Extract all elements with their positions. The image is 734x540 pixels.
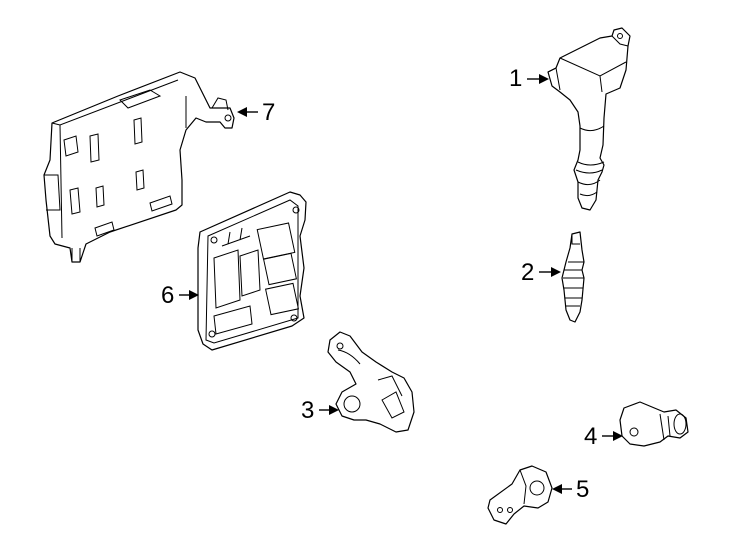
callout-2-arrowhead <box>551 267 561 277</box>
callout-1: 1 <box>509 65 549 92</box>
callout-1-number: 1 <box>509 65 522 92</box>
callout-3-arrowhead <box>329 405 339 415</box>
callout-4-number: 4 <box>584 423 597 450</box>
part-7-module-bracket <box>43 71 235 263</box>
part-2-spark-plug <box>561 231 585 323</box>
callout-2-number: 2 <box>521 259 534 286</box>
part-4-crank-sensor <box>619 401 689 447</box>
part-5-knock-sensor <box>487 465 553 525</box>
callout-5-arrowhead <box>552 484 562 494</box>
callout-4: 4 <box>584 423 623 450</box>
callout-4-arrowhead <box>613 431 623 441</box>
callout-5-number: 5 <box>576 476 589 503</box>
callout-7-number: 7 <box>262 99 275 126</box>
callout-7: 7 <box>237 99 275 126</box>
callout-6-arrowhead <box>189 290 199 300</box>
part-6-control-module <box>197 191 307 351</box>
callout-2: 2 <box>521 259 561 286</box>
callout-3: 3 <box>301 397 339 424</box>
callout-7-arrowhead <box>237 107 247 117</box>
callout-1-arrowhead <box>539 74 549 84</box>
callout-5: 5 <box>552 476 589 503</box>
callout-6: 6 <box>161 282 199 309</box>
part-3-position-sensor <box>327 331 415 433</box>
callout-6-number: 6 <box>161 282 174 309</box>
part-1-ignition-coil <box>547 27 631 211</box>
callout-3-number: 3 <box>301 397 314 424</box>
